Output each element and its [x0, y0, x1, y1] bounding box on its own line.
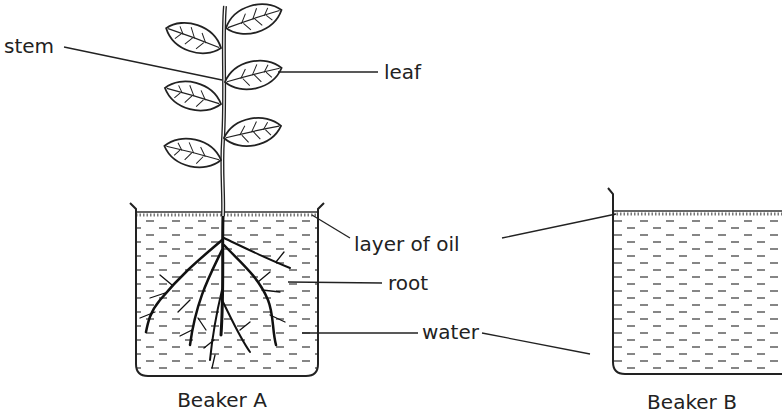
water-b	[614, 216, 782, 371]
stem	[222, 6, 225, 216]
part-label: layer of oil	[354, 233, 460, 255]
oil-b	[613, 213, 782, 216]
water-a	[137, 218, 317, 373]
leader-lines	[64, 47, 616, 354]
beaker-a	[130, 203, 324, 376]
beaker-name: Beaker B	[647, 391, 737, 413]
part-label: water	[422, 321, 479, 343]
leaves	[162, 0, 285, 171]
oil-a	[136, 214, 318, 217]
part-label: stem	[4, 35, 54, 57]
beaker-b	[608, 188, 782, 374]
part-label: leaf	[384, 61, 421, 83]
roots	[140, 216, 290, 368]
part-label: root	[388, 272, 428, 294]
beaker-name: Beaker A	[177, 389, 267, 411]
